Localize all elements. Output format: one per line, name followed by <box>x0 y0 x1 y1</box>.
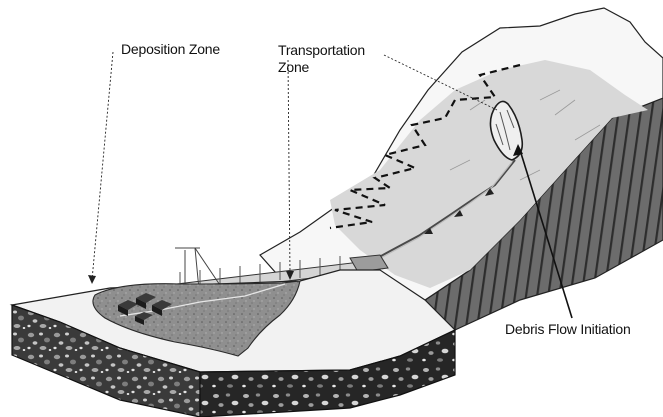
transportation-zone-label: Transportation Zone <box>278 42 365 76</box>
deposition-zone-label: Deposition Zone <box>121 41 220 58</box>
transportation-zone-label-line2: Zone <box>278 59 365 76</box>
debris-flow-initiation-label: Debris Flow Initiation <box>505 321 631 338</box>
transportation-zone-label-line1: Transportation <box>278 42 365 59</box>
